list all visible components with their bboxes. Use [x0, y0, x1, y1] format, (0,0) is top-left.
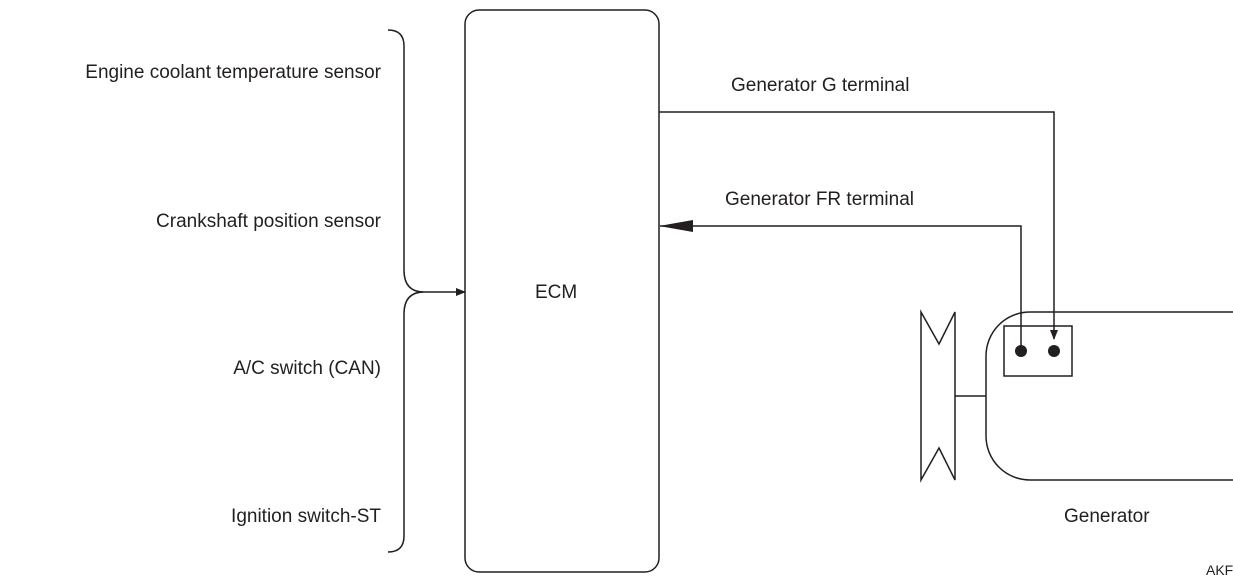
generator-connector [1003, 325, 1073, 377]
generator-label: Generator [1064, 506, 1150, 527]
input-brace [387, 29, 425, 553]
ecm-label: ECM [535, 282, 578, 303]
fr-terminal-pin [1015, 345, 1027, 357]
corner-code: AKF [1206, 562, 1233, 578]
ecm-box [464, 9, 660, 573]
fr-terminal-line [659, 220, 1022, 349]
input-label-crankshaft-position-sensor: Crankshaft position sensor [156, 211, 381, 232]
input-label-ignition-switch-st: Ignition switch-ST [231, 506, 381, 527]
g-terminal-pin [1048, 345, 1060, 357]
input-label-ac-switch: A/C switch (CAN) [233, 358, 381, 379]
g-terminal-label: Generator G terminal [731, 75, 910, 96]
generator-body [985, 311, 1233, 481]
generator-pulley [920, 309, 956, 483]
fr-terminal-label: Generator FR terminal [725, 189, 915, 210]
g-terminal-line [659, 111, 1058, 340]
input-label-engine-coolant-temperature-sensor: Engine coolant temperature sensor [85, 62, 381, 83]
